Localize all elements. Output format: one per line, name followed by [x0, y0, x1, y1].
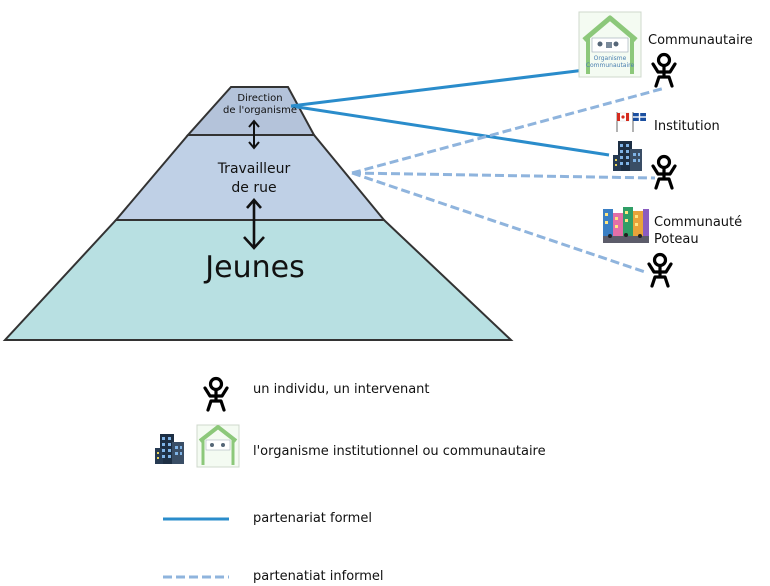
partnership-lines [290, 68, 666, 274]
legend-informal-label: partenatiat informel [253, 569, 384, 584]
partner-label-institution: Institution [654, 119, 720, 134]
pyramid-middle-label-line1: Travailleur [217, 161, 291, 177]
formal-line-institution [290, 104, 610, 157]
informal-line-institution [351, 171, 656, 180]
double-arrow-top [248, 119, 260, 150]
legend-organization-label: l'organisme institutionnel ou communauta… [253, 444, 546, 459]
legend-person-icon [203, 376, 229, 412]
institution-building-icon [613, 141, 642, 171]
double-arrow-middle [243, 198, 265, 250]
formal-line-communautaire [290, 68, 586, 108]
partner-label-communaute-line2: Poteau [654, 232, 699, 247]
partner-label-communaute-line1: Communauté [654, 215, 743, 230]
legend-house-icon [196, 424, 240, 468]
pyramid-top-tier [185, 86, 316, 136]
pyramid-top-label: Direction de l'organisme [217, 93, 303, 117]
pyramid-top-label-line2: de l'organisme [223, 105, 297, 116]
pyramid-middle-label-line2: de rue [231, 180, 277, 196]
flags-icon [616, 112, 646, 132]
community-org-icon-caption: Organisme Communautaire [582, 55, 638, 69]
person-icon-institution [651, 154, 677, 190]
community-organization-icon [578, 11, 642, 78]
pyramid [2, 86, 514, 341]
pyramid-bottom-label: Jeunes [205, 250, 305, 285]
community-org-icon-caption-line2: Communautaire [585, 62, 635, 69]
community-org-icon-caption-line1: Organisme [593, 55, 627, 62]
person-icon-communaute [647, 252, 673, 288]
person-icon-communautaire [651, 52, 677, 88]
street-community-icon [603, 207, 649, 243]
pyramid-middle-label: Travailleur de rue [199, 160, 309, 198]
legend-individual-label: un individu, un intervenant [253, 382, 430, 397]
legend-building-icon [155, 434, 184, 464]
legend-formal-label: partenariat formel [253, 511, 372, 526]
partner-label-communautaire: Communautaire [648, 33, 753, 48]
pyramid-top-label-line1: Direction [237, 93, 283, 104]
partner-label-communaute: Communauté Poteau [654, 214, 742, 248]
informal-line-communautaire [351, 86, 666, 175]
